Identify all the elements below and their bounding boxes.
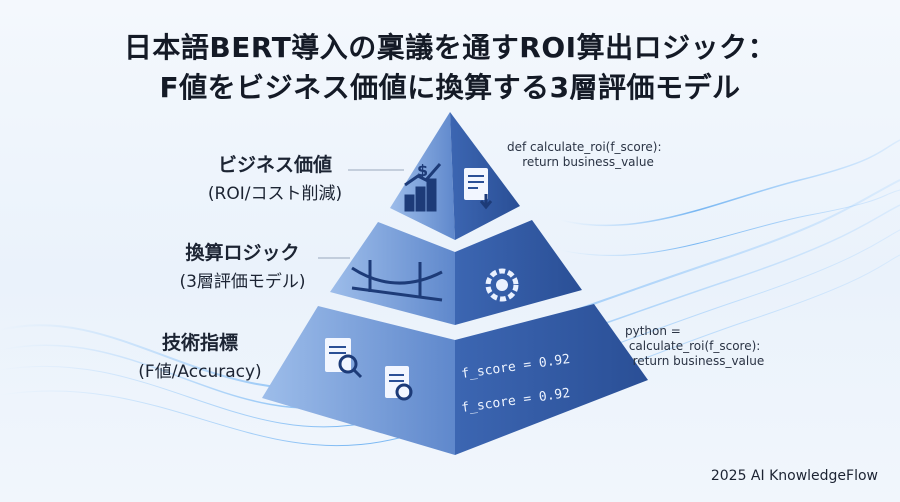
code-snippet-right: python = calculate_roi(f_score): return … — [625, 324, 764, 369]
tier-label-sub: (F値/Accuracy) — [138, 362, 262, 382]
chart-growth-icon — [404, 163, 442, 212]
code-line: calculate_roi(f_score): — [628, 339, 761, 353]
bridge-icon — [351, 260, 443, 302]
code-snippet-top: def calculate_roi(f_score): return busin… — [507, 140, 662, 170]
pyramid-top-tier — [390, 112, 520, 240]
code-line: python = — [625, 324, 681, 338]
tier-label-main: 技術指標 — [161, 332, 238, 354]
code-line: return business_value — [522, 155, 654, 169]
gear-icon — [485, 268, 519, 302]
tier-label-main: ビジネス価値 — [217, 154, 332, 176]
document-search-icon-2 — [385, 366, 413, 401]
tier-label-technical: 技術指標 (F値/Accuracy) — [125, 328, 275, 382]
tier-label-logic: 換算ロジック (3層評価モデル) — [165, 238, 320, 292]
tier-label-main: 換算ロジック — [185, 242, 300, 264]
pyramid-middle-tier — [330, 220, 582, 325]
code-line: return business_value — [632, 354, 765, 368]
brand-footer: 2025 AI KnowledgeFlow — [710, 468, 878, 484]
pyramid-bottom-tier — [262, 304, 648, 455]
document-download-icon — [464, 168, 493, 210]
page-title-line1: 日本語BERT導入の稟議を通すROI算出ロジック： — [123, 31, 777, 64]
document-search-icon — [325, 338, 363, 379]
page-title-line2: F値をビジネス価値に換算する3層評価モデル — [159, 71, 741, 104]
tier-label-business: ビジネス価値 (ROI/コスト削減) — [200, 150, 350, 204]
tier-label-sub: (3層評価モデル) — [179, 272, 306, 292]
code-line: def calculate_roi(f_score): — [507, 140, 662, 154]
tier-label-sub: (ROI/コスト削減) — [207, 184, 343, 204]
dollar-icon: $ — [417, 161, 428, 180]
